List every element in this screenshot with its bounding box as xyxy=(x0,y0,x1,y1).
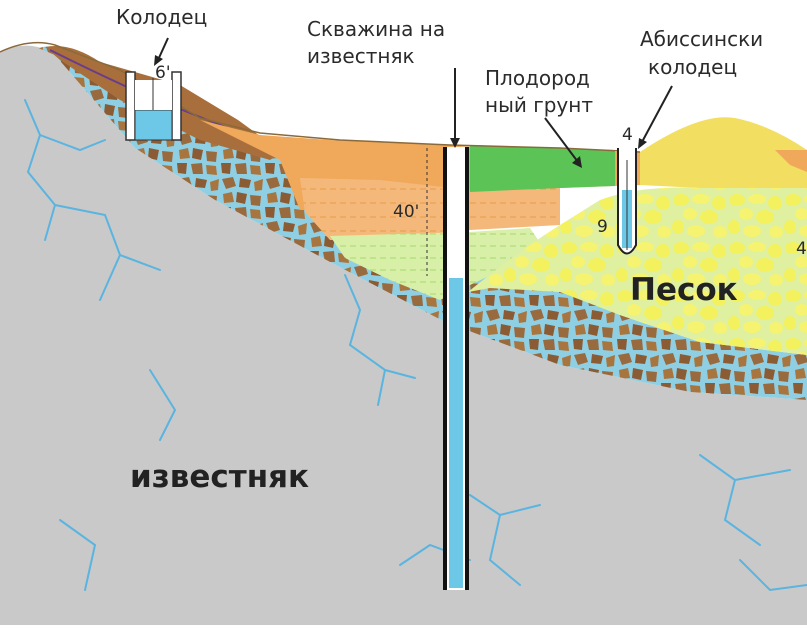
water-cracks xyxy=(24,99,807,592)
callout-arrows xyxy=(154,37,673,168)
abyssinian-well xyxy=(617,148,637,255)
sand-layer xyxy=(468,187,807,355)
well-depth: 6' xyxy=(155,63,171,83)
limestone-layer xyxy=(0,45,807,625)
ground-surface-line xyxy=(0,41,641,153)
abyssinian-depth-top: 4 xyxy=(622,125,633,145)
dug-well xyxy=(125,71,182,141)
limestone-borehole xyxy=(426,147,469,590)
right-edge-depth: 4 xyxy=(796,239,807,259)
abyssinian-well-label-line2: колодец xyxy=(648,55,738,79)
fertile-soil-layer xyxy=(470,145,615,192)
well-label: Колодец xyxy=(116,5,208,29)
abyssinian-depth-side: 9 xyxy=(597,217,608,237)
orange-striped-layer xyxy=(300,178,560,240)
limestone-label: известняк xyxy=(130,459,310,495)
borehole-label-line2: известняк xyxy=(307,44,415,68)
fertile-soil-label-line2: ный грунт xyxy=(485,93,593,117)
sand-label: Песок xyxy=(630,272,738,308)
borehole-depth: 40' xyxy=(393,202,420,222)
right-soil-strip xyxy=(775,150,807,172)
sand-dune xyxy=(640,117,807,188)
fertile-soil-label-line1: Плодород xyxy=(485,66,590,90)
green-striped-layer xyxy=(330,228,545,300)
borehole-label-line1: Скважина на xyxy=(307,17,446,41)
abyssinian-well-label-line1: Абиссински xyxy=(640,27,764,51)
